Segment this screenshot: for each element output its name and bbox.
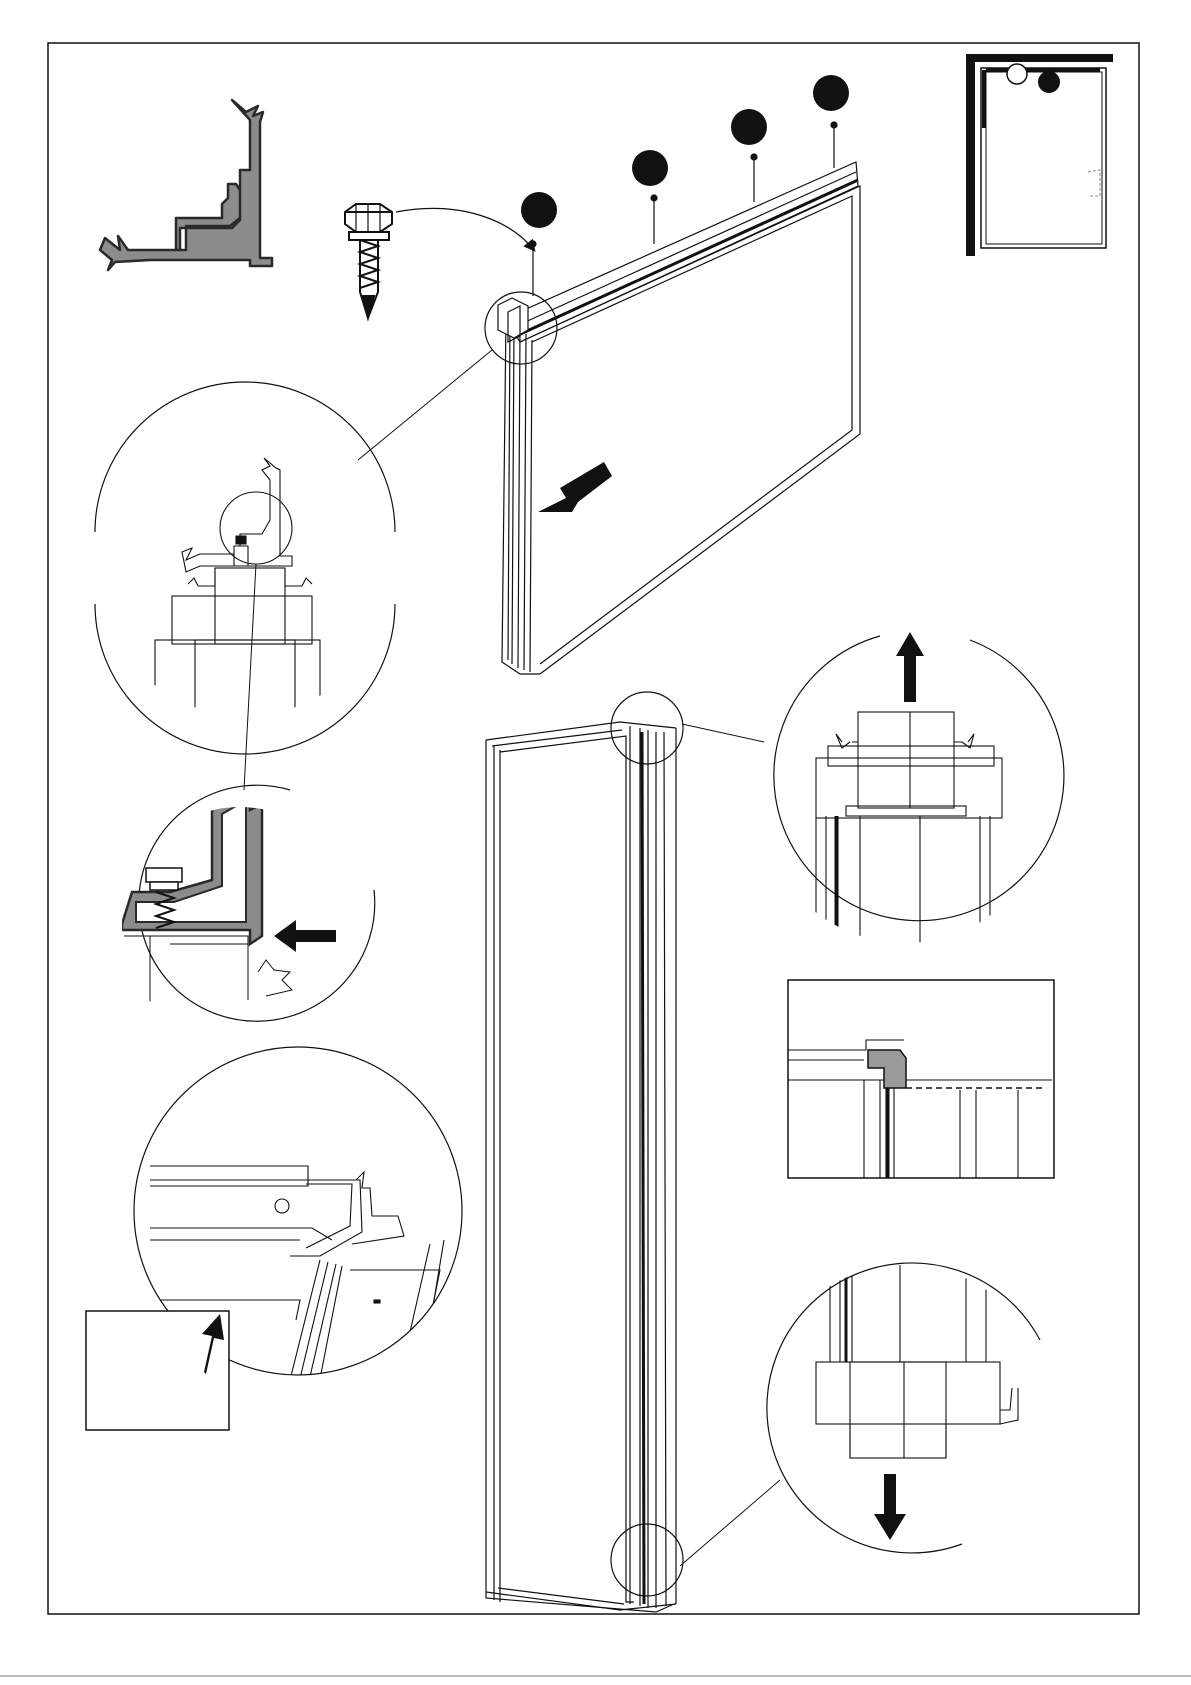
step-marker-1 [521,192,557,228]
room-location-icon [966,54,1113,256]
detail-circle-5 [767,1260,1040,1553]
detail-circle-1 [95,382,395,754]
lift-up-arrow-icon [896,632,924,702]
step-marker-3 [731,109,767,145]
section-inset-box [788,980,1054,1178]
callout-line-2 [244,564,256,790]
location-open-marker [1007,64,1027,84]
tall-panel-bottom-zoom-circle [611,1524,683,1596]
corner-profile-icon [100,100,272,270]
self-drilling-hex-screw-icon [345,204,392,318]
insert-left-arrow-icon [538,462,612,512]
screw-insertion-arrow [396,208,534,250]
detail-circle-2 [122,785,375,1040]
callout-line-3 [682,724,764,742]
tall-panel-assembly [486,722,676,1612]
location-filled-marker [1038,71,1060,93]
upper-panel-assembly [498,162,860,674]
inset-box [86,1311,229,1430]
push-left-arrow-icon [274,920,336,952]
step-marker-2 [632,150,668,186]
push-down-arrow-icon [874,1474,906,1540]
callout-line-1 [358,350,492,460]
detail-circle-4 [774,636,1064,960]
step-marker-4 [813,75,849,111]
callout-line-4 [680,1480,780,1566]
